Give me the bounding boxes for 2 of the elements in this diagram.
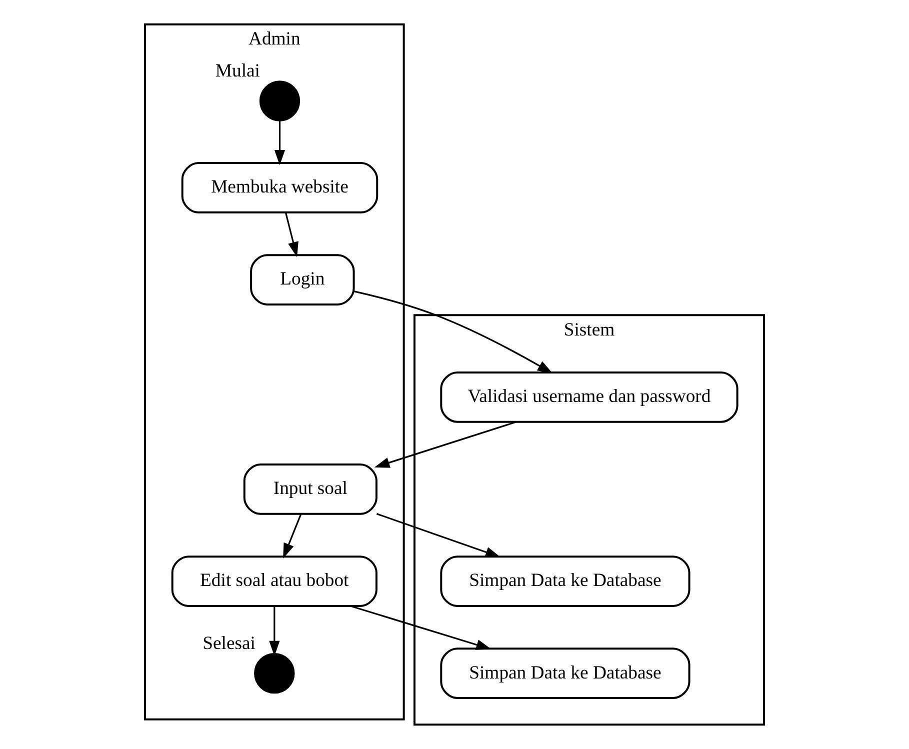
node-label: Mulai: [215, 60, 260, 82]
node-label: Selesai: [202, 632, 256, 654]
